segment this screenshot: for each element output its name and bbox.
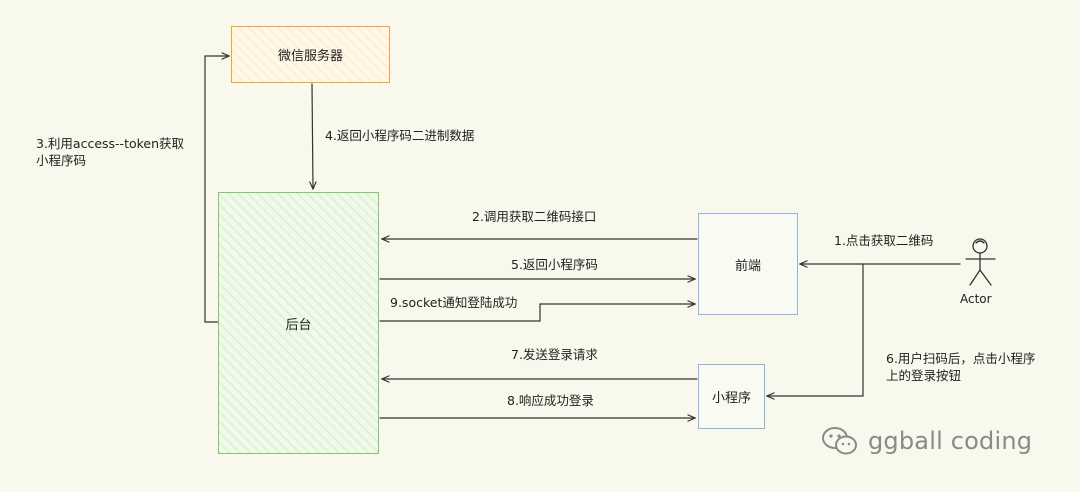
frontend-node: 前端 — [698, 213, 798, 315]
wechat-icon — [822, 427, 857, 455]
edge-label-step1: 1.点击获取二维码 — [834, 233, 934, 248]
edge-label-step7: 7.发送登录请求 — [511, 347, 598, 362]
actor-icon — [965, 238, 996, 286]
edge-label-step9: 9.socket通知登陆成功 — [390, 295, 518, 310]
edge-step6 — [767, 263, 864, 396]
actor-label: Actor — [960, 292, 992, 306]
edge-step9 — [379, 304, 695, 322]
edge-label-step2: 2.调用获取二维码接口 — [472, 209, 597, 224]
edge-step3 — [204, 56, 229, 323]
backend-label: 后台 — [285, 317, 312, 333]
watermark: ggball coding — [820, 425, 1032, 457]
edge-label-step5: 5.返回小程序码 — [511, 257, 598, 272]
wechat-server-node: 微信服务器 — [231, 26, 390, 83]
frontend-label: 前端 — [734, 258, 761, 274]
edge-step4 — [312, 83, 313, 189]
mini-program-node: 小程序 — [698, 364, 765, 429]
backend-node: 后台 — [218, 192, 379, 454]
edge-label-step4: 4.返回小程序码二进制数据 — [325, 128, 475, 143]
watermark-text: ggball coding — [868, 427, 1033, 455]
mini-program-label: 小程序 — [711, 391, 751, 406]
edge-label-step8: 8.响应成功登录 — [507, 393, 594, 408]
edge-label-step3: 3.利用access--token获取小程序码 — [36, 136, 185, 168]
wechat-server-label: 微信服务器 — [277, 49, 343, 64]
edge-label-step6: 6.用户扫码后，点击小程序上的登录按钮 — [886, 351, 1036, 383]
